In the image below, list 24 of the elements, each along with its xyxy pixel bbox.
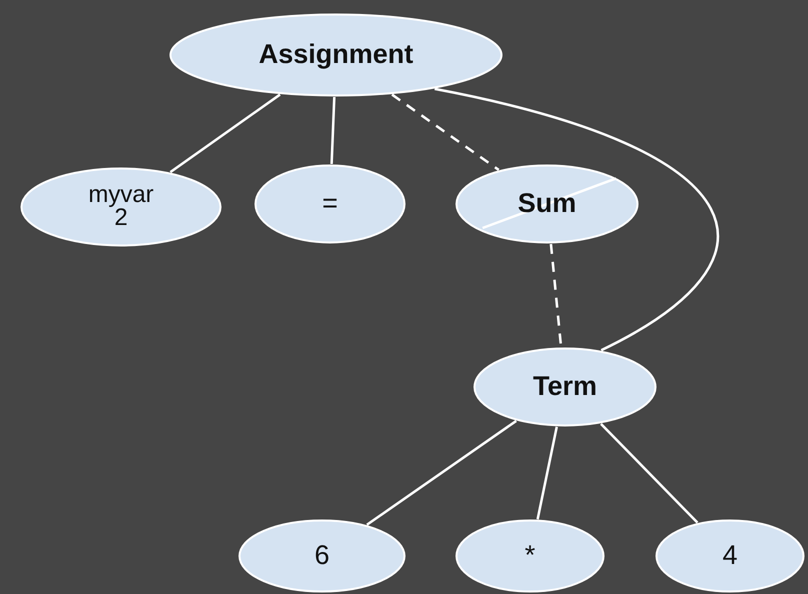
- ellipse-node: [169, 13, 503, 97]
- node-label: 4: [722, 541, 738, 571]
- ellipse-node: [473, 347, 657, 427]
- connector-line: [536, 426, 558, 520]
- node-label: 2: [114, 207, 128, 230]
- connector-line: [366, 420, 517, 526]
- node-label: Term: [532, 372, 598, 402]
- ellipse-node: [455, 164, 639, 244]
- connector-line: [330, 96, 336, 164]
- node-label: =: [322, 189, 338, 219]
- ellipse-node: [455, 519, 605, 593]
- ellipse-node: [20, 167, 222, 247]
- node-label: Sum: [518, 189, 576, 219]
- node-label: 6: [314, 541, 330, 571]
- ellipse-node: [254, 164, 406, 244]
- ellipse-node: [238, 519, 406, 593]
- node-label: myvar: [88, 184, 154, 207]
- node-label: Assignment: [258, 40, 414, 70]
- node-label: *: [524, 541, 536, 571]
- connector-line: [600, 422, 698, 524]
- connector-line: [391, 94, 500, 171]
- connector-line: [434, 88, 718, 352]
- connector-line: [170, 94, 281, 174]
- ellipse-node: [655, 519, 805, 593]
